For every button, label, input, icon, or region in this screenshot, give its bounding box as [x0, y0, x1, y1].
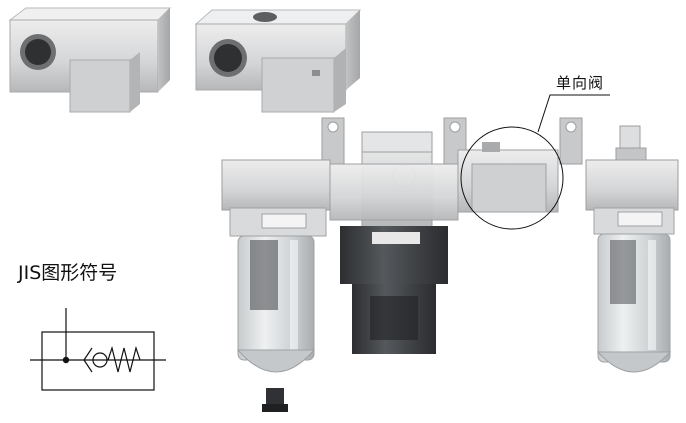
- symbol-spring: [107, 345, 141, 373]
- check-valve-part-1: [8, 7, 172, 113]
- check-valve-body: [457, 142, 559, 213]
- lubricator-unit-right: [585, 125, 679, 373]
- jis-symbol-heading: JIS图形符号: [18, 262, 118, 284]
- check-valve-part-2: [194, 9, 362, 113]
- check-valve-callout-label: 单向阀: [556, 74, 605, 92]
- symbol-junction-dot: [62, 356, 70, 364]
- symbol-ball: [92, 352, 108, 368]
- filter-unit-left: [221, 159, 331, 412]
- callout-marker: [460, 94, 610, 230]
- jis-check-valve-symbol: [30, 308, 166, 391]
- symbol-valve-seat: [83, 347, 93, 373]
- regulator-unit: [329, 131, 459, 354]
- symbol-frame: [41, 331, 155, 391]
